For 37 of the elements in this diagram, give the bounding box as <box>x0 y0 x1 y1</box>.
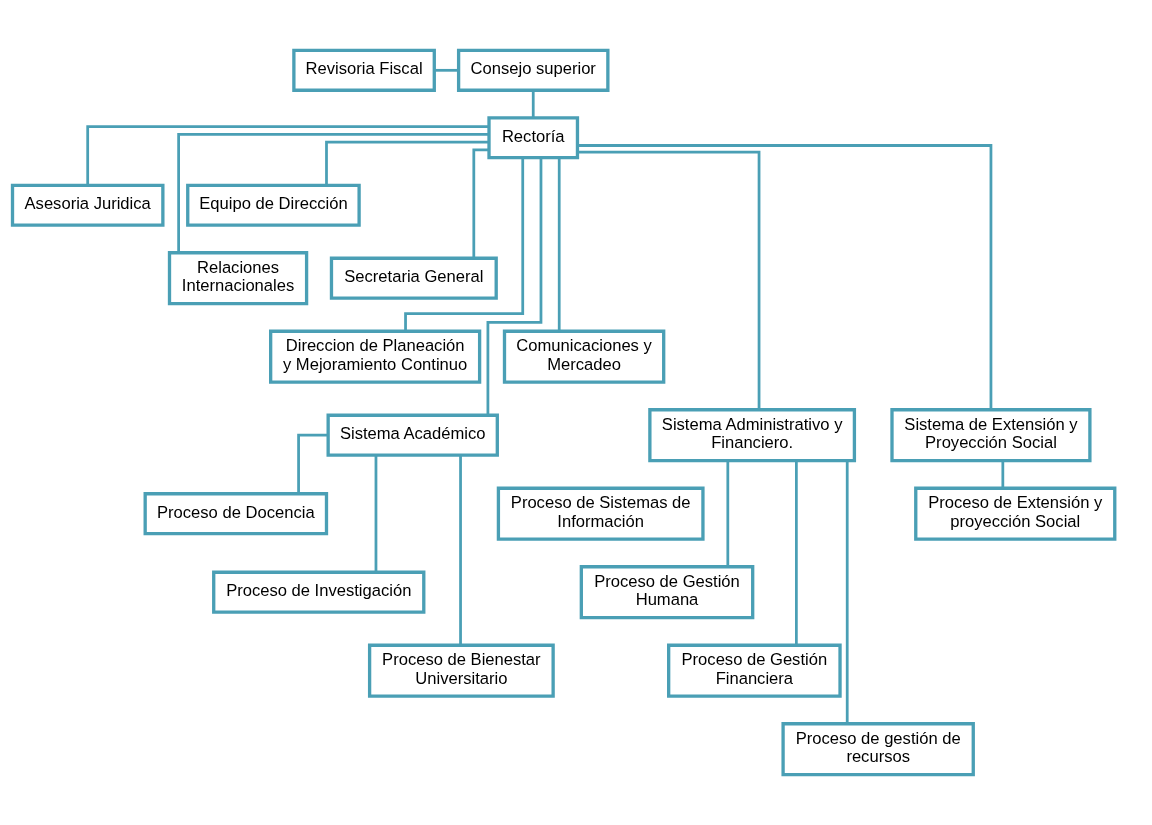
node-box: Proceso de Gestión Financiera <box>667 643 842 698</box>
node-box: Equipo de Dirección <box>186 183 361 227</box>
connector <box>459 455 462 645</box>
node-box: Sistema de Extensión y Proyección Social <box>890 408 1092 463</box>
connector <box>325 140 489 186</box>
connector <box>434 68 459 72</box>
node-box: Secretaria General <box>329 256 498 300</box>
node-box: Sistema Administrativo y Financiero. <box>648 408 857 463</box>
node-box: Proceso de Sistemas de Información <box>496 486 705 541</box>
connector <box>177 133 489 253</box>
node-box: Proceso de gestión de recursos <box>781 722 975 777</box>
connector <box>795 460 798 646</box>
node-box: Proceso de Investigación <box>212 570 426 614</box>
node-box: Asesoria Juridica <box>10 183 165 227</box>
node-box: Proceso de Gestión Humana <box>579 565 755 620</box>
node-box: Sistema Académico <box>326 413 499 457</box>
node-box: Revisoria Fiscal <box>292 48 436 92</box>
node-box: Proceso de Bienestar Universitario <box>367 643 555 698</box>
node-box: Proceso de Extensión y proyección Social <box>914 486 1117 541</box>
node-box: Relaciones Internacionales <box>167 251 309 306</box>
node-box: Consejo superior <box>456 48 610 92</box>
node-box: Rectoría <box>487 116 580 160</box>
node-box: Comunicaciones y Mercadeo <box>502 329 666 384</box>
node-box: Direccion de Planeación y Mejoramiento Continuo <box>269 329 482 384</box>
connector <box>86 125 489 185</box>
node-box: Proceso de Docencia <box>143 492 329 536</box>
connector <box>1001 460 1005 489</box>
connector <box>531 90 535 118</box>
connector <box>577 144 993 410</box>
connector <box>486 157 543 415</box>
connector <box>726 460 730 567</box>
connector <box>577 150 761 410</box>
connector <box>472 148 489 259</box>
connector <box>845 460 849 724</box>
connector <box>374 455 378 573</box>
connector <box>557 157 561 332</box>
connector <box>297 433 328 494</box>
